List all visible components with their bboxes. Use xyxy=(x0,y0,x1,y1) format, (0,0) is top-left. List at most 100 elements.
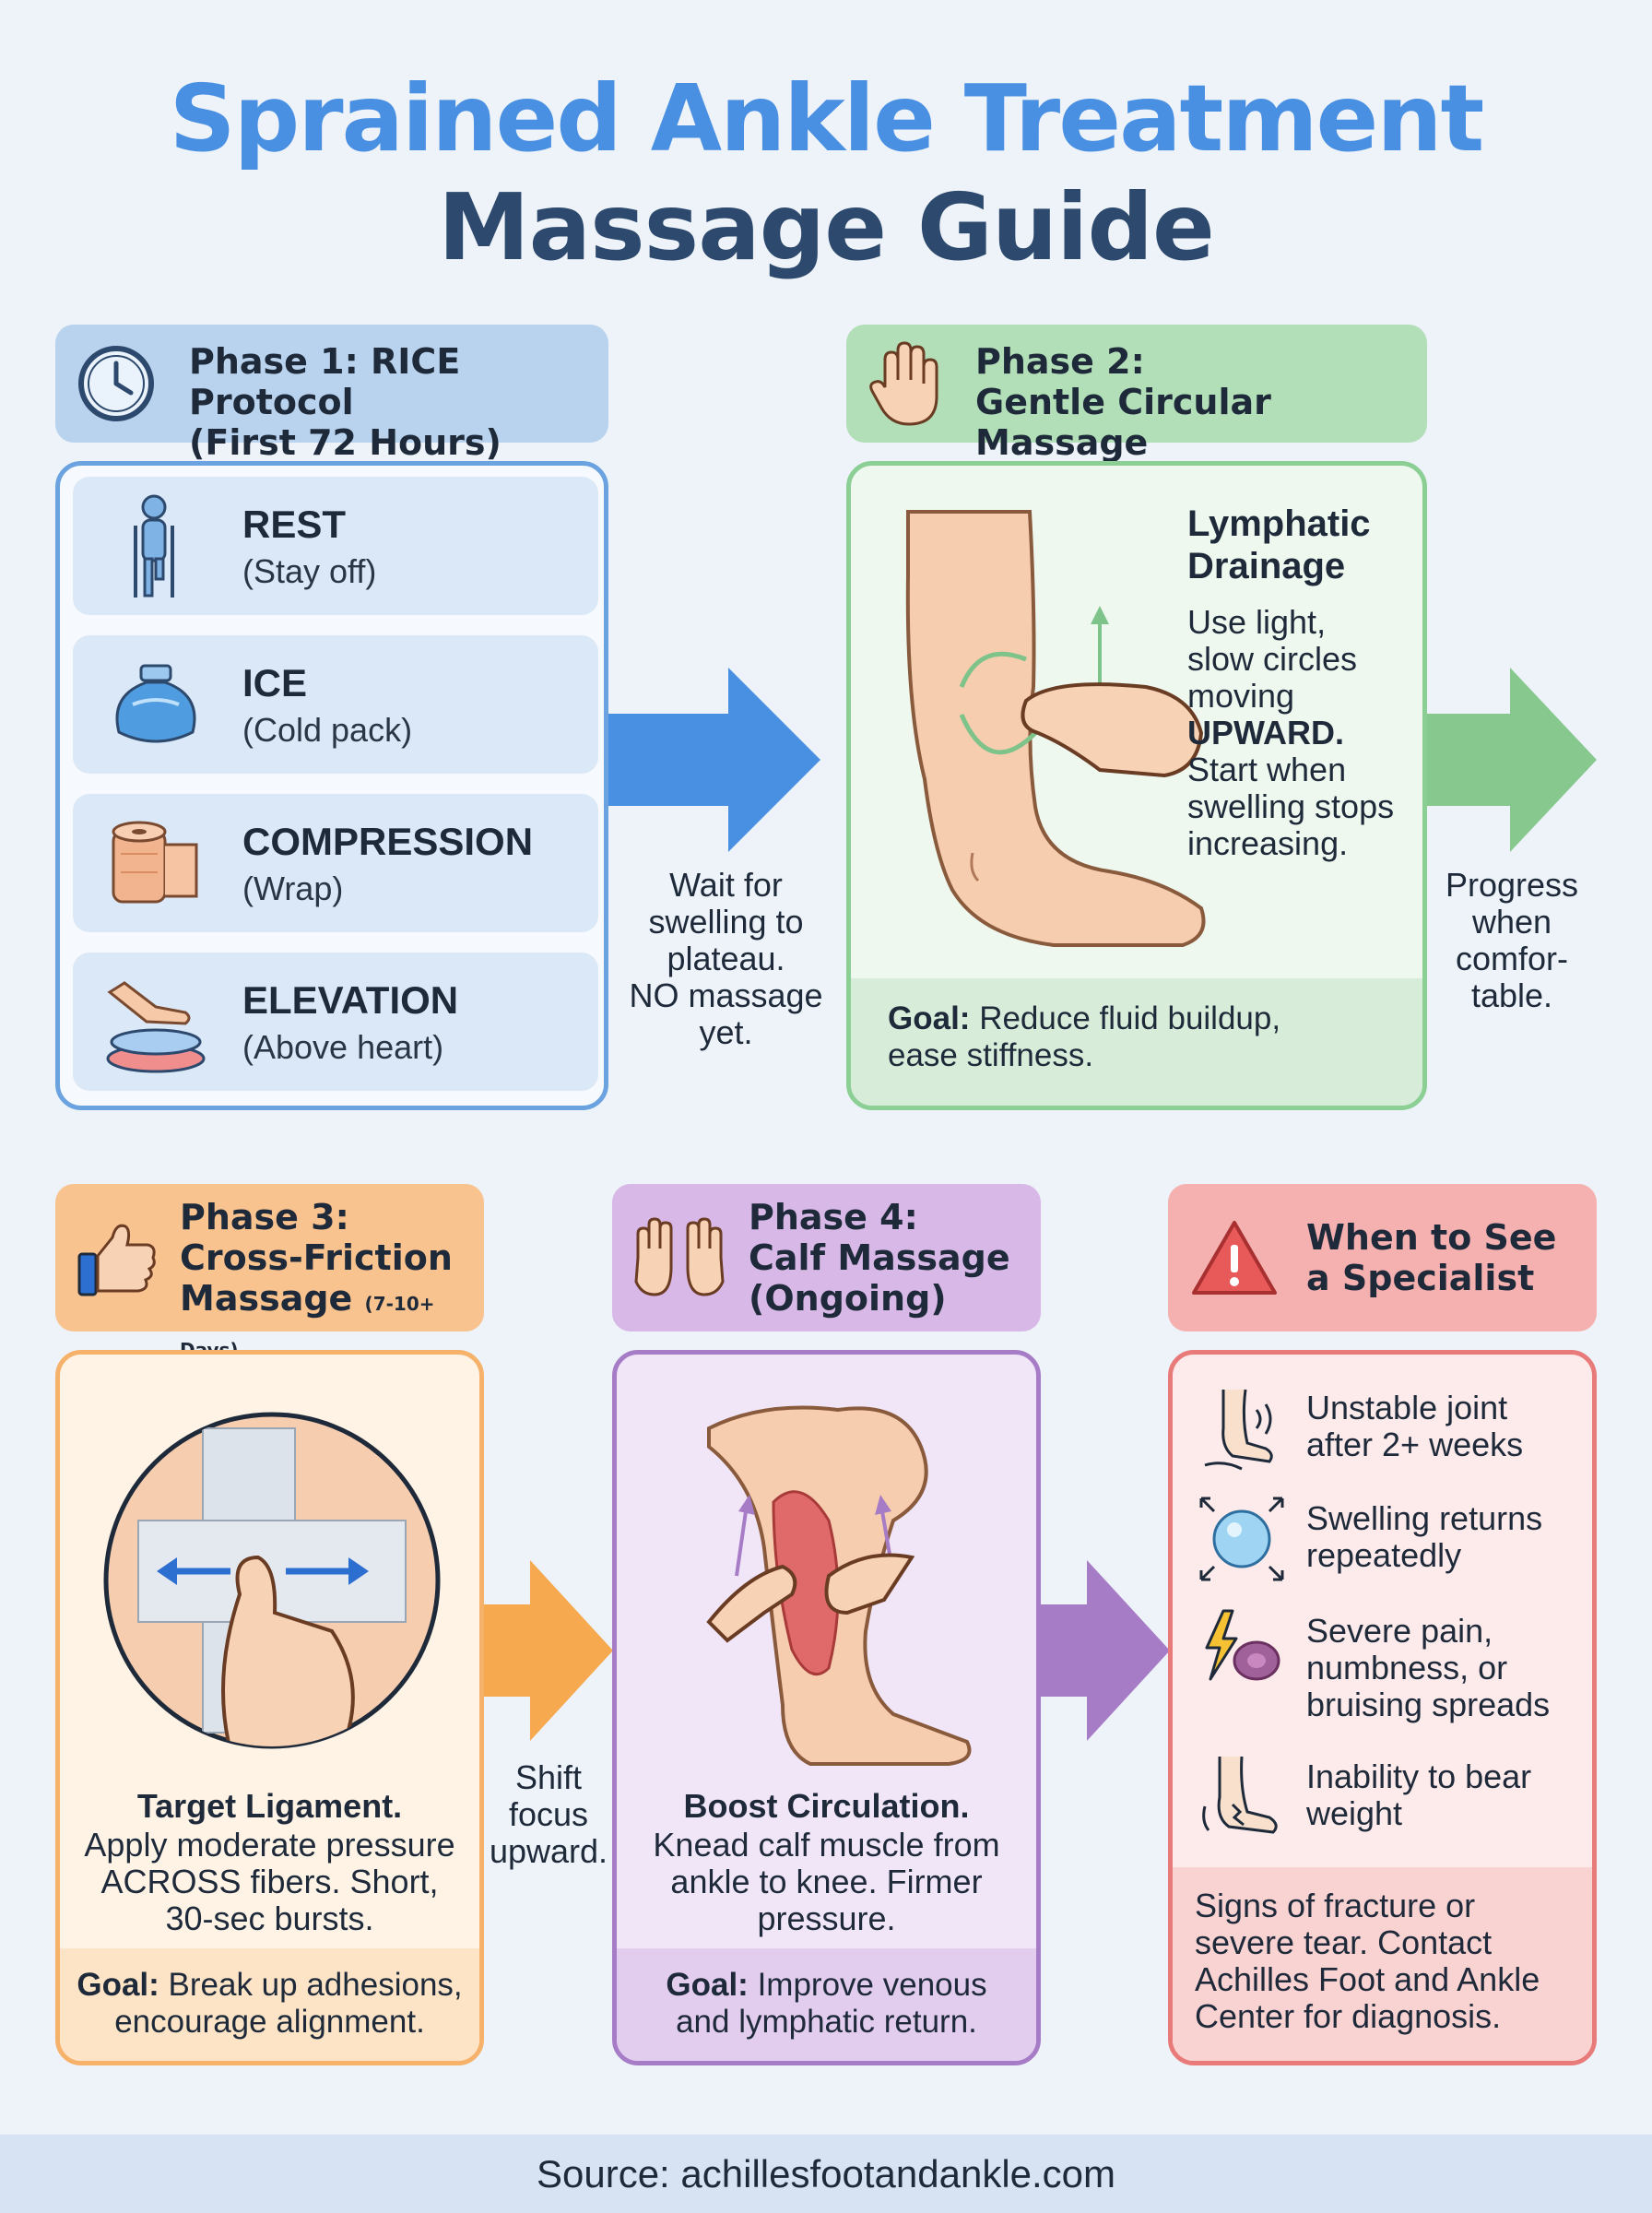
rice-ice-sub: (Cold pack) xyxy=(242,711,413,749)
phase3-goal-line1: Break up adhesions, xyxy=(168,1967,463,2003)
phase2-goal-label: Goal: xyxy=(888,1000,971,1036)
connector2-line: comfor- xyxy=(1455,940,1568,977)
phase3-goal-line2: encourage alignment. xyxy=(114,2004,425,2040)
specialist-item-line: Severe pain, xyxy=(1306,1612,1493,1650)
phase4-header: Phase 4: Calf Massage (Ongoing) xyxy=(612,1184,1041,1331)
rice-rest-label: REST xyxy=(242,503,347,546)
specialist-item-line: bruising spreads xyxy=(1306,1686,1551,1723)
phase3-subtitle-2: Massage xyxy=(180,1278,353,1319)
specialist-item-line: after 2+ weeks xyxy=(1306,1426,1524,1463)
phase4-body-line: ankle to knee. Firmer xyxy=(670,1863,983,1900)
phase2-body-line: moving xyxy=(1187,677,1295,715)
phase4-subtitle-2: (Ongoing) xyxy=(749,1278,947,1319)
phase2-heading-line1: Lymphatic xyxy=(1187,503,1371,544)
warning-icon xyxy=(1192,1221,1277,1295)
phase4-goal: Goal: Improve venous and lymphatic retur… xyxy=(617,1948,1036,2061)
phase1-panel: REST (Stay off) ICE (Cold pack) COMPRESS… xyxy=(55,461,608,1110)
specialist-item-line: weight xyxy=(1306,1794,1403,1832)
phase1-subtitle: (First 72 Hours) xyxy=(189,422,502,463)
arrow-phase3-to-phase4 xyxy=(484,1560,613,1741)
phase1-header: Phase 1: RICE Protocol (First 72 Hours) xyxy=(55,325,608,463)
phase4-panel: Boost Circulation. Knead calf muscle fro… xyxy=(612,1350,1041,2065)
connector2-line: table. xyxy=(1470,976,1553,1014)
connector2-text: Progress when comfor- table. xyxy=(1424,867,1599,1014)
phase2-body-line: Use light, xyxy=(1187,603,1327,641)
phase4-title: Phase 4: xyxy=(749,1197,918,1237)
swelling-icon xyxy=(1199,1497,1284,1581)
source-footer: Source: achillesfootandankle.com xyxy=(0,2135,1652,2213)
specialist-panel: Unstable joint after 2+ weeks Swelling r… xyxy=(1168,1350,1597,2065)
rice-rest-card: REST (Stay off) xyxy=(73,477,598,615)
calf-massage-illustration xyxy=(706,1405,972,1766)
phase3-panel: Target Ligament. Apply moderate pressure… xyxy=(55,1350,484,2065)
phase2-body-line: UPWARD. xyxy=(1187,714,1344,751)
unstable-ankle-icon xyxy=(1204,1389,1273,1471)
connector3-text: Shift focus upward. xyxy=(479,1759,618,1870)
hand-icon xyxy=(869,341,938,426)
ice-pack-icon xyxy=(115,664,196,743)
connector3-line: Shift xyxy=(514,1758,583,1796)
phase4-body-line: Knead calf muscle from xyxy=(653,1826,1000,1864)
phase2-header: Phase 2: Gentle Circular Massage xyxy=(846,325,1427,463)
specialist-item-line: Swelling returns xyxy=(1306,1499,1543,1537)
rice-ice-card: ICE (Cold pack) xyxy=(73,635,598,774)
specialist-item-line: Inability to bear xyxy=(1306,1757,1532,1795)
rice-compression-card: COMPRESSION (Wrap) xyxy=(73,794,598,932)
connector1-line: swelling to xyxy=(648,903,804,941)
specialist-title: When to See xyxy=(1306,1217,1557,1258)
connector1-line: NO massage xyxy=(629,976,823,1014)
phase2-body-line: Start when xyxy=(1187,751,1347,788)
phase2-body-line: slow circles xyxy=(1187,640,1358,678)
phase2-body-line: swelling stops xyxy=(1187,787,1395,825)
phase3-goal: Goal: Break up adhesions, encourage alig… xyxy=(60,1948,479,2061)
phase2-panel: Lymphatic Drainage Use light, slow circl… xyxy=(846,461,1427,1110)
specialist-footer-line: severe tear. Contact xyxy=(1195,1923,1493,1961)
phase3-title: Phase 3: xyxy=(180,1197,349,1237)
title-line-2: Massage Guide xyxy=(438,173,1215,281)
pain-bruise-icon xyxy=(1205,1609,1280,1681)
connector1-line: Wait for xyxy=(669,866,783,904)
connector2-line: Progress xyxy=(1445,866,1579,904)
phase2-goal: Goal: Reduce fluid buildup, ease stiffne… xyxy=(851,978,1422,1106)
crutches-person-icon xyxy=(134,494,174,598)
cross-friction-illustration xyxy=(103,1412,441,1749)
specialist-item-line: Unstable joint xyxy=(1306,1389,1508,1426)
rice-compression-label: COMPRESSION xyxy=(242,820,534,863)
connector1-line: yet. xyxy=(699,1013,753,1051)
bandage-roll-icon xyxy=(112,821,198,904)
connector2-line: when xyxy=(1471,903,1552,941)
connector1-text: Wait for swelling to plateau. NO massage… xyxy=(613,867,839,1051)
broken-foot-icon xyxy=(1202,1756,1278,1834)
phase2-goal-line1: Reduce fluid buildup, xyxy=(979,1000,1281,1036)
connector1-line: plateau. xyxy=(667,940,785,977)
phase4-subtitle: Calf Massage xyxy=(749,1237,1010,1278)
phase4-goal-line2: and lymphatic return. xyxy=(676,2004,977,2040)
rice-elevation-sub: (Above heart) xyxy=(242,1028,444,1066)
rice-elevation-card: ELEVATION (Above heart) xyxy=(73,953,598,1091)
phase3-subtitle: Cross-Friction xyxy=(180,1237,453,1278)
phase1-title: Phase 1: RICE Protocol xyxy=(189,341,461,422)
rice-compression-sub: (Wrap) xyxy=(242,870,344,907)
specialist-item-line: repeatedly xyxy=(1306,1536,1462,1574)
specialist-footer-line: Achilles Foot and Ankle xyxy=(1195,1960,1540,1998)
arrow-phase1-to-phase2 xyxy=(608,668,820,852)
source-text: Source: achillesfootandankle.com xyxy=(536,2151,1116,2195)
specialist-subtitle: a Specialist xyxy=(1306,1258,1535,1298)
foot-massage-illustration xyxy=(905,510,1206,947)
arrow-phase2-onward xyxy=(1427,668,1597,852)
phase4-heading: Boost Circulation. xyxy=(683,1787,970,1825)
rice-ice-label: ICE xyxy=(242,661,308,704)
phase4-goal-label: Goal: xyxy=(666,1967,749,2003)
connector3-line: upward. xyxy=(489,1832,608,1870)
phase2-subtitle: Gentle Circular Massage xyxy=(975,382,1271,463)
arrow-phase4-to-specialist xyxy=(1041,1560,1170,1741)
phase4-body-line: pressure. xyxy=(757,1899,896,1937)
phase3-goal-label: Goal: xyxy=(77,1967,159,2003)
specialist-item-line: numbness, or xyxy=(1306,1649,1508,1686)
phase2-title: Phase 2: xyxy=(975,341,1145,382)
phase2-body-line: increasing. xyxy=(1187,824,1349,862)
phase2-heading-line2: Drainage xyxy=(1187,546,1346,586)
title-line-1: Sprained Ankle Treatment xyxy=(169,65,1485,172)
rice-rest-sub: (Stay off) xyxy=(242,552,377,590)
specialist-footer-line: Center for diagnosis. xyxy=(1195,1997,1502,2035)
